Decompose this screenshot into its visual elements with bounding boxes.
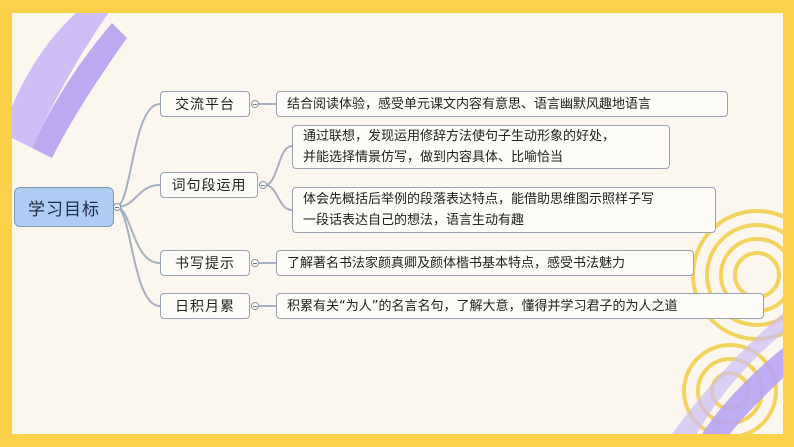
branch-writing-tips[interactable]: 书写提示 xyxy=(160,250,250,276)
branch-accumulation-collapse-icon[interactable] xyxy=(251,302,259,310)
connector-root-to-accumulate xyxy=(115,206,161,307)
connector-words-to-leaf2 xyxy=(264,184,293,211)
leaf-text: 结合阅读体验，感受单元课文内容有意思、语言幽默风趣地语言 xyxy=(287,96,652,112)
connector-root-to-words xyxy=(115,184,161,208)
leaf-text-line-2: 并能选择情景仿写，做到内容具体、比喻恰当 xyxy=(303,150,564,165)
leaf-text-line-1: 体会先概括后举例的段落表达特点，能借助思维图示照样子写 xyxy=(303,192,655,207)
leaf-text: 了解著名书法家颜真卿及颜体楷书基本特点，感受书法魅力 xyxy=(287,255,626,271)
branch-word-collapse-icon[interactable] xyxy=(259,181,267,189)
slide: 学习目标 交流平台 结合阅读体验，感受单元课文内容有意思、语言幽默风趣地语言 词… xyxy=(12,13,783,434)
branch-label: 书写提示 xyxy=(175,256,235,272)
background-decoration xyxy=(12,13,783,434)
purple-brush-stroke-top-left xyxy=(12,13,127,158)
leaf-text-line-2: 一段话表达自己的想法，语言生动有趣 xyxy=(303,213,525,228)
leaf-text: 积累有关“为人”的名言名句，了解大意，懂得并学习君子的为人之道 xyxy=(287,298,678,314)
root-node-label: 学习目标 xyxy=(28,199,100,220)
connector-words-to-leaf1 xyxy=(264,145,293,186)
branch-exchange-platform[interactable]: 交流平台 xyxy=(160,91,250,117)
leaf-word-usage-goal-2[interactable]: 体会先概括后举例的段落表达特点，能借助思维图示照样子写 一段话表达自己的想法，语… xyxy=(292,187,716,233)
connector-root-to-exchange xyxy=(115,103,161,208)
mindmap-connectors xyxy=(115,103,293,307)
branch-label: 交流平台 xyxy=(175,97,235,113)
root-node-learning-goals[interactable]: 学习目标 xyxy=(14,187,114,227)
leaf-word-usage-goal-1[interactable]: 通过联想，发现运用修辞方法使句子生动形象的好处， 并能选择情景仿写，做到内容具体… xyxy=(292,125,670,169)
branch-daily-accumulation[interactable]: 日积月累 xyxy=(160,293,250,319)
leaf-daily-accumulation-goal[interactable]: 积累有关“为人”的名言名句，了解大意，懂得并学习君子的为人之道 xyxy=(276,293,764,319)
branch-label: 日积月累 xyxy=(175,299,235,315)
leaf-text-line-1: 通过联想，发现运用修辞方法使句子生动形象的好处， xyxy=(303,129,616,144)
purple-brush-stroke-bottom-right xyxy=(672,313,783,434)
branch-exchange-collapse-icon[interactable] xyxy=(251,100,259,108)
leaf-writing-tips-goal[interactable]: 了解著名书法家颜真卿及颜体楷书基本特点，感受书法魅力 xyxy=(276,250,694,276)
branch-label: 词句段运用 xyxy=(171,178,247,194)
branch-writing-collapse-icon[interactable] xyxy=(251,259,259,267)
root-collapse-icon[interactable] xyxy=(113,203,121,211)
leaf-exchange-platform-goal[interactable]: 结合阅读体验，感受单元课文内容有意思、语言幽默风趣地语言 xyxy=(276,91,728,117)
branch-word-sentence-usage[interactable]: 词句段运用 xyxy=(160,172,258,198)
